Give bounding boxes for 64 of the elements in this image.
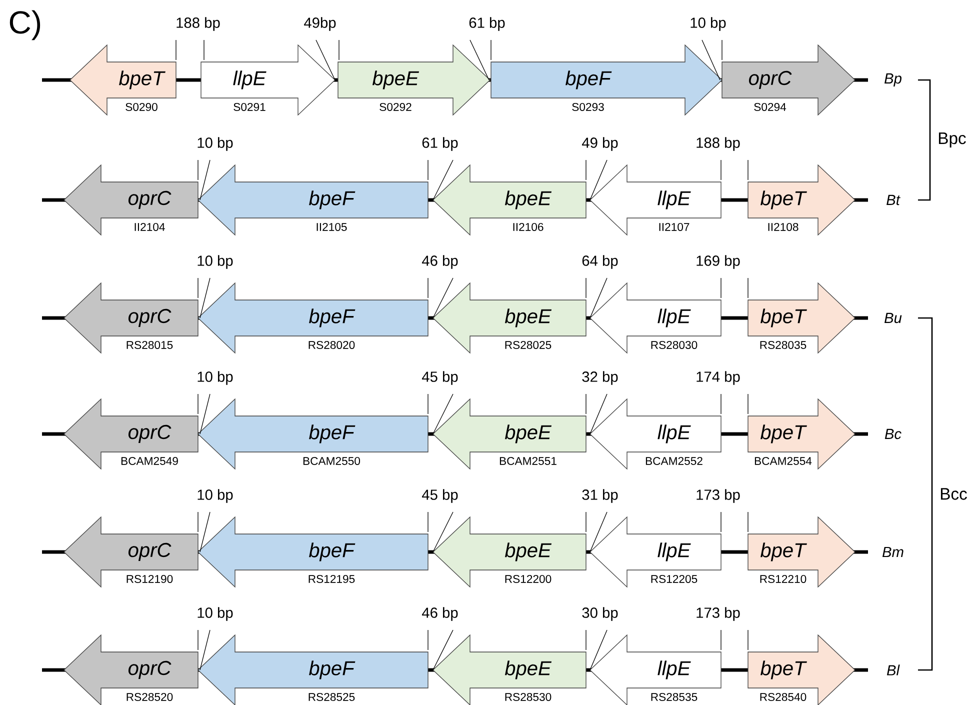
species-label: Bu xyxy=(884,312,902,324)
spacer-label: 31 bp xyxy=(582,489,618,503)
locus-tag: RS28525 xyxy=(308,693,355,701)
spacer-label: 173 bp xyxy=(696,489,740,503)
locus-tag: BCAM2550 xyxy=(303,457,360,465)
locus-tag: BCAM2549 xyxy=(121,457,178,465)
locus-tag: RS12210 xyxy=(760,575,806,583)
locus-tag: II2105 xyxy=(316,223,347,231)
spacer-label: 10 bp xyxy=(198,607,233,621)
locus-tag: RS28015 xyxy=(126,341,173,349)
panel-letter: C) xyxy=(10,10,40,40)
locus-tag: RS28020 xyxy=(308,341,355,349)
spacer-label: 30 bp xyxy=(582,607,618,621)
spacer-label: 10 bp xyxy=(198,371,233,385)
locus-tag: RS12190 xyxy=(126,575,173,583)
locus-tag: II2104 xyxy=(134,223,165,231)
group-label: Bpc xyxy=(938,132,966,148)
locus-tag: II2107 xyxy=(659,223,690,231)
spacer-label: 169 bp xyxy=(696,255,740,269)
locus-tag: RS28530 xyxy=(505,693,552,701)
spacer-label: 45 bp xyxy=(422,371,458,385)
spacer-label: 49bp xyxy=(304,17,336,31)
locus-tag: RS28520 xyxy=(126,693,173,701)
spacer-label: 64 bp xyxy=(582,255,618,269)
locus-tag: RS28025 xyxy=(505,341,552,349)
locus-tag: S0294 xyxy=(754,103,786,111)
locus-tag: RS12200 xyxy=(505,575,552,583)
spacer-label: 46 bp xyxy=(422,255,458,269)
locus-tag: II2106 xyxy=(513,223,544,231)
locus-tag: S0291 xyxy=(234,103,266,111)
group-label: Bcc xyxy=(940,488,967,500)
node-label: llpE xyxy=(658,660,691,680)
locus-tag: BCAM2554 xyxy=(754,457,812,465)
locus-tag: RS12205 xyxy=(651,575,698,583)
spacer-label: 46 bp xyxy=(422,607,458,621)
locus-tag: RS28535 xyxy=(651,693,698,701)
locus-tag: RS12195 xyxy=(308,575,355,583)
locus-tag: BCAM2552 xyxy=(646,457,702,465)
spacer-label: 45 bp xyxy=(422,489,458,503)
spacer-label: 10 bp xyxy=(198,255,233,269)
species-label: Bp xyxy=(884,73,902,87)
locus-tag: RS28540 xyxy=(760,693,806,701)
locus-tag: RS28030 xyxy=(651,341,698,349)
species-label: Bt xyxy=(886,194,900,206)
spacer-label: 174 bp xyxy=(696,371,740,385)
spacer-label: 173 bp xyxy=(696,607,740,621)
locus-tag: BCAM2551 xyxy=(500,457,556,465)
spacer-label: 10 bp xyxy=(198,137,233,151)
locus-tag: S0293 xyxy=(572,103,604,111)
locus-tag: II2108 xyxy=(768,223,798,231)
species-label: Bm xyxy=(882,546,904,558)
spacer-label: 188 bp xyxy=(696,137,740,151)
locus-tag: S0290 xyxy=(126,103,158,111)
spacer-label: 32 bp xyxy=(582,371,618,385)
spacer-label: 10 bp xyxy=(690,17,726,31)
spacer-label: 10 bp xyxy=(198,489,233,503)
locus-tag: S0292 xyxy=(380,103,412,111)
spacer-label: 61 bp xyxy=(469,17,505,31)
spacer-label: 61 bp xyxy=(422,137,458,151)
spacer-label: 188 bp xyxy=(176,17,220,31)
spacer-label: 49 bp xyxy=(582,137,618,151)
species-label: Bl xyxy=(886,664,900,676)
locus-tag: RS28035 xyxy=(760,341,806,349)
species-label: Bc xyxy=(884,428,902,440)
